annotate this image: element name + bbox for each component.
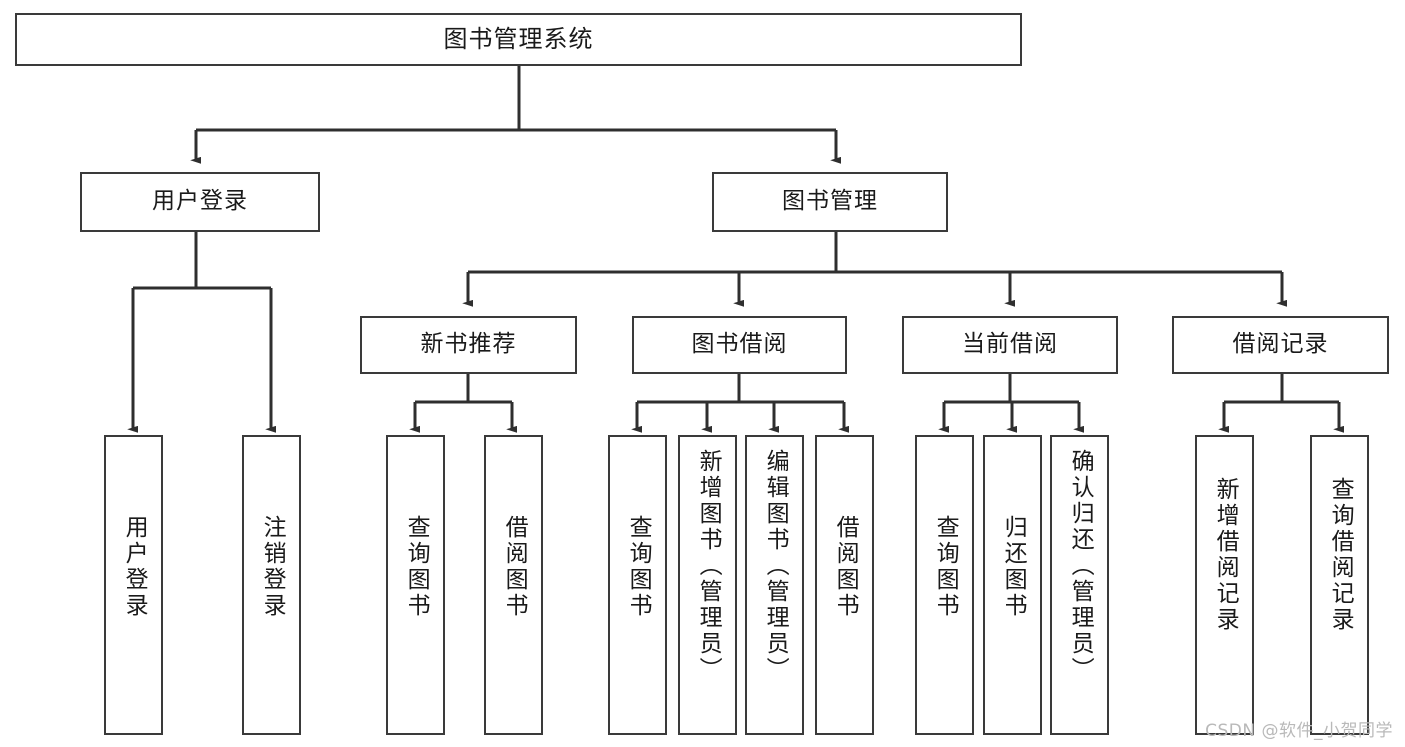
leaf-edit-book[interactable]: 编辑图书（管理员） [745, 435, 804, 735]
leaf-logout[interactable]: 注销登录 [242, 435, 301, 735]
leaf-borrow-book-1[interactable]: 借阅图书 [484, 435, 543, 735]
leaf-query-record[interactable]: 查询借阅记录 [1310, 435, 1369, 735]
leaf-query-book-2[interactable]: 查询图书 [608, 435, 667, 735]
node-borrow-record[interactable]: 借阅记录 [1172, 316, 1389, 374]
node-book-borrow[interactable]: 图书借阅 [632, 316, 847, 374]
leaf-query-book-1-label: 查询图书 [403, 515, 430, 619]
leaf-logout-label: 注销登录 [259, 515, 286, 619]
node-book-manage[interactable]: 图书管理 [712, 172, 948, 232]
leaf-user-login[interactable]: 用户登录 [104, 435, 163, 735]
node-user-login[interactable]: 用户登录 [80, 172, 320, 232]
node-user-login-label: 用户登录 [152, 188, 248, 215]
leaf-query-book-3[interactable]: 查询图书 [915, 435, 974, 735]
leaf-query-book-1[interactable]: 查询图书 [386, 435, 445, 735]
node-root-label: 图书管理系统 [443, 25, 594, 54]
leaf-add-book[interactable]: 新增图书（管理员） [678, 435, 737, 735]
leaf-query-book-2-label: 查询图书 [625, 515, 652, 619]
leaf-add-record-label: 新增借阅记录 [1212, 477, 1239, 633]
node-book-borrow-label: 图书借阅 [691, 331, 788, 358]
leaf-query-book-3-label: 查询图书 [932, 515, 959, 619]
leaf-edit-book-label: 编辑图书（管理员） [762, 449, 789, 683]
leaf-query-record-label: 查询借阅记录 [1327, 477, 1354, 633]
leaf-confirm-return[interactable]: 确认归还（管理员） [1050, 435, 1109, 735]
leaf-add-record[interactable]: 新增借阅记录 [1195, 435, 1254, 735]
leaf-borrow-book-1-label: 借阅图书 [501, 515, 528, 619]
leaf-return-book[interactable]: 归还图书 [983, 435, 1042, 735]
leaf-return-book-label: 归还图书 [1000, 515, 1027, 619]
leaf-user-login-label: 用户登录 [121, 515, 148, 619]
leaf-add-book-label: 新增图书（管理员） [695, 449, 722, 683]
node-borrow-record-label: 借阅记录 [1232, 331, 1329, 358]
node-current-borrow-label: 当前借阅 [962, 331, 1058, 358]
node-new-book-rec[interactable]: 新书推荐 [360, 316, 577, 374]
node-root[interactable]: 图书管理系统 [15, 13, 1022, 66]
leaf-confirm-return-label: 确认归还（管理员） [1067, 449, 1094, 683]
leaf-borrow-book-2[interactable]: 借阅图书 [815, 435, 874, 735]
node-current-borrow[interactable]: 当前借阅 [902, 316, 1118, 374]
node-new-book-rec-label: 新书推荐 [420, 331, 517, 358]
leaf-borrow-book-2-label: 借阅图书 [832, 515, 859, 619]
node-book-manage-label: 图书管理 [782, 188, 878, 215]
watermark-text: CSDN @软件_小贺同学 [1205, 721, 1393, 741]
